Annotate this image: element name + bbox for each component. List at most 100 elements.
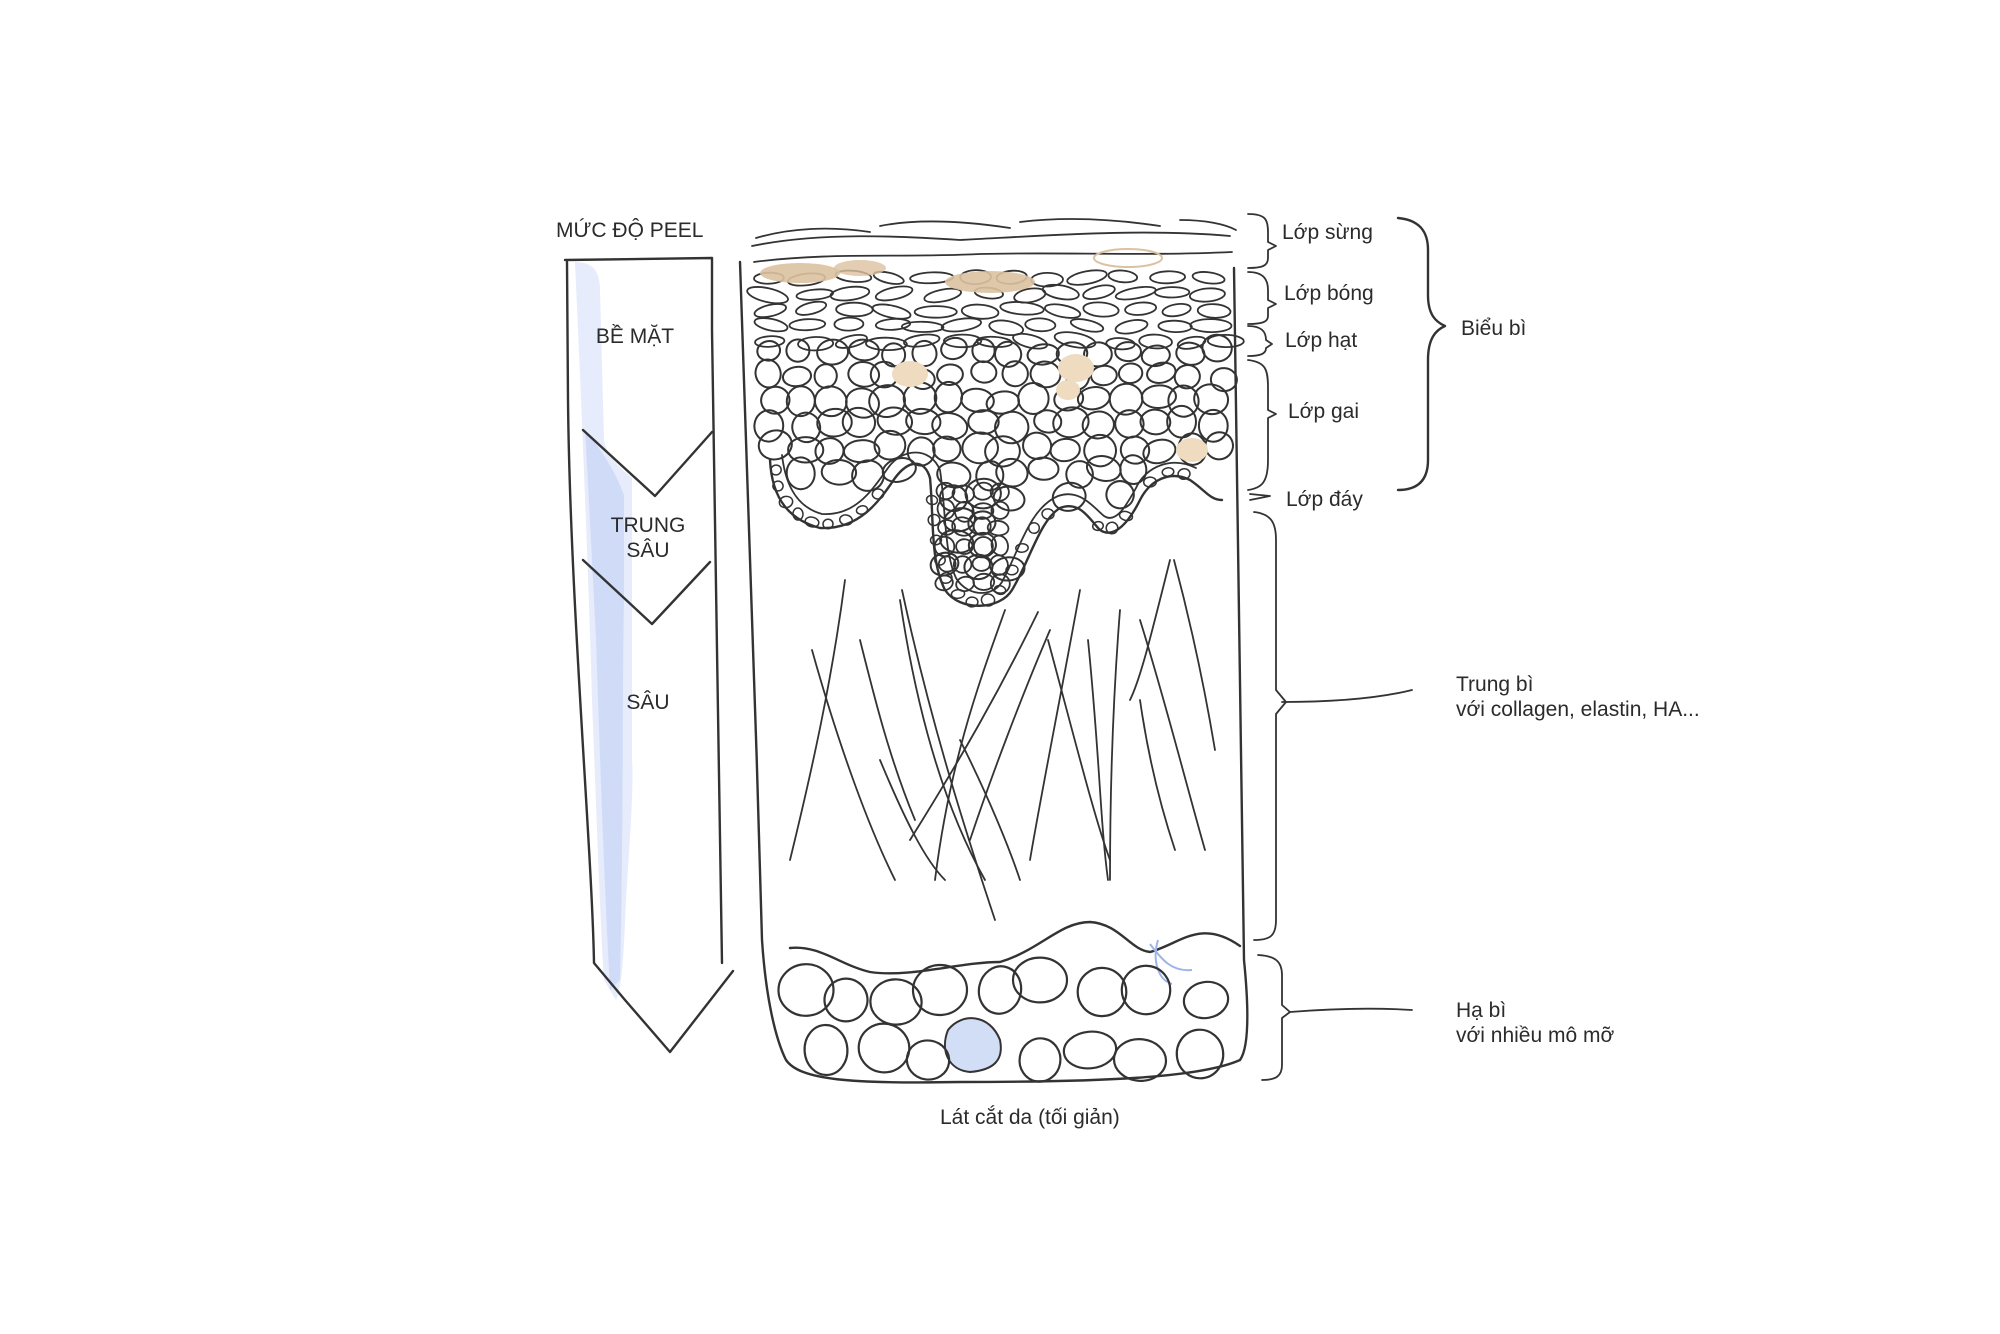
skin-cell [822, 518, 834, 530]
skin-cell [925, 494, 939, 506]
skin-cell [975, 460, 1005, 492]
skin-cell [954, 500, 975, 523]
skin-cell [777, 963, 835, 1017]
skin-cell [967, 409, 1000, 435]
skin-cell [813, 385, 848, 418]
skin-cell [952, 555, 973, 574]
skin-cell [865, 336, 908, 352]
skin-cell [1140, 344, 1171, 368]
layer-braces [1247, 213, 1447, 1081]
skin-cell [1027, 521, 1041, 535]
skin-cell [855, 505, 869, 515]
skin-cell [847, 361, 881, 388]
skin-cell [871, 488, 885, 500]
skin-cell [984, 435, 1021, 468]
skin-cell [1012, 332, 1049, 350]
hypodermis-fat [777, 920, 1242, 1083]
skin-cell [1011, 956, 1069, 1004]
peel-column-title: MỨC ĐỘ PEEL [556, 219, 704, 242]
skin-cell [943, 333, 983, 349]
skin-cell [911, 339, 938, 368]
skin-cell [903, 333, 941, 348]
skin-cell [940, 336, 968, 361]
label-stratum-corneum: Lớp sừng [1282, 221, 1373, 244]
skin-cell [1161, 303, 1192, 318]
skin-cell [1114, 341, 1142, 363]
skin-cell [929, 534, 943, 546]
skin-cell [829, 285, 871, 302]
diagram-caption: Lát cắt da (tối giản) [940, 1106, 1120, 1129]
skin-cell [1117, 362, 1144, 385]
skin-cell [797, 336, 835, 352]
melanin-pigment [760, 248, 1208, 462]
skin-cell [1114, 319, 1149, 335]
skin-cell [1118, 510, 1134, 522]
skin-cell [1033, 409, 1063, 434]
skin-cell [927, 513, 941, 527]
skin-cell [781, 365, 813, 388]
skin-cell [778, 495, 794, 509]
skin-cell [939, 529, 975, 554]
skin-cell [1161, 467, 1175, 477]
skin-cell [1206, 333, 1245, 349]
skin-cell [994, 340, 1023, 368]
skin-cell [874, 285, 914, 302]
basal-cells [770, 464, 1191, 608]
skin-cell [845, 387, 880, 419]
label-stratum-basale: Lớp đáy [1286, 488, 1363, 511]
skin-cell [911, 963, 969, 1017]
skin-cell [753, 409, 785, 443]
skin-cell [1196, 303, 1232, 319]
skin-cell [939, 572, 953, 584]
skin-cell [1204, 431, 1234, 461]
skin-cell [972, 516, 992, 536]
peel-level-deep: SÂU [626, 691, 670, 714]
skin-cell [940, 317, 983, 333]
skin-cell [977, 965, 1023, 1015]
skin-cell [868, 384, 906, 419]
skin-cell [795, 300, 828, 316]
label-stratum-spinosum: Lớp gai [1288, 400, 1359, 423]
skin-cell [834, 333, 868, 349]
skin-cell [965, 596, 979, 608]
skin-cell [972, 481, 994, 501]
skin-cell [1149, 270, 1186, 285]
skin-cell [1146, 361, 1177, 384]
skin-cell [869, 978, 923, 1026]
skin-cell [792, 507, 804, 521]
skin-cell [971, 502, 995, 520]
label-hypodermis-title: Hạ bì [1456, 999, 1507, 1022]
skin-cell [1024, 317, 1057, 333]
skin-cell [1119, 454, 1148, 485]
skin-cell [1167, 384, 1200, 418]
skin-cell [785, 456, 816, 491]
skin-cell [1120, 964, 1172, 1016]
skin-cell [1154, 286, 1191, 299]
skin-cell [934, 554, 946, 566]
skin-cell [785, 338, 811, 363]
skin-cell [1085, 454, 1122, 483]
skin-cell [1139, 408, 1172, 436]
skin-cell [1188, 287, 1226, 303]
skin-cell [1105, 337, 1136, 351]
skin-cell [1193, 383, 1230, 416]
skin-cell [923, 287, 962, 304]
skin-cell [1201, 333, 1233, 363]
skin-cell [936, 461, 972, 489]
skin-cell [754, 335, 786, 348]
skin-cell [960, 303, 1000, 320]
skin-cell [835, 301, 874, 318]
skin-cell [1017, 382, 1050, 415]
skin-cell [841, 406, 877, 438]
skin-cell [813, 363, 838, 389]
skin-cell [1083, 433, 1117, 468]
skin-cell [951, 484, 975, 504]
skin-cell [876, 406, 914, 436]
skin-cell [950, 588, 966, 600]
skin-cell [1001, 360, 1029, 388]
skin-cell [1209, 367, 1238, 393]
skin-cell [989, 573, 1011, 595]
skin-cell [820, 458, 858, 486]
